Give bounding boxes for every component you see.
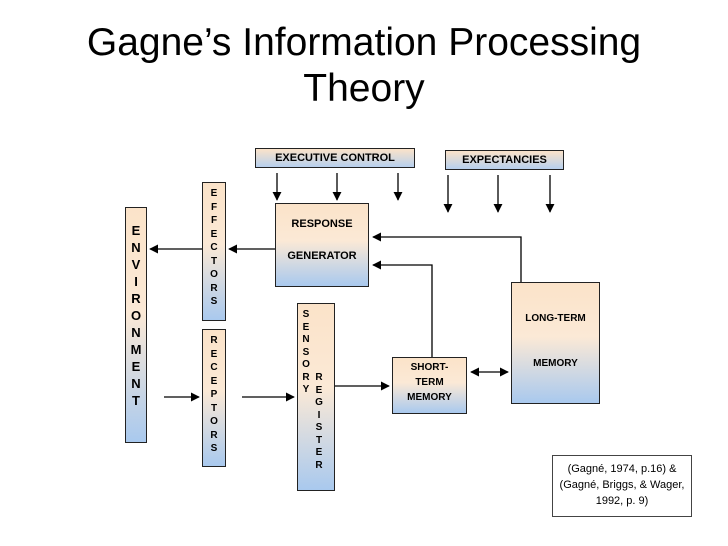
title-line-1: Gagne’s Information Processing	[86, 21, 642, 64]
long-term-memory-label: MEMORY	[533, 358, 578, 369]
longterm-to-response-arrow	[372, 232, 522, 282]
register-label: R E G I S T E R	[315, 372, 323, 471]
expectancies-box: EXPECTANCIES	[445, 150, 564, 170]
citation-line-2: (Gagné, Briggs, & Wager,	[559, 479, 685, 491]
long-term-memory-box: LONG-TERM MEMORY	[511, 282, 600, 404]
citation-line-3: 1992, p. 9)	[595, 495, 649, 507]
response-generator-box: RESPONSE GENERATOR	[275, 203, 369, 287]
response-label: RESPONSE	[291, 218, 353, 230]
sensory-register-box: S E N S O R Y R E G I S T E R	[297, 303, 335, 491]
short-term-memory-box: SHORT- TERM MEMORY	[392, 357, 467, 414]
slide-title: Gagne’s Information Processing Theory	[0, 20, 728, 112]
effectors-box: E F F E C T O R S	[202, 182, 226, 321]
shortterm-to-response-arrow	[372, 260, 433, 357]
short-term-label-2: TERM	[415, 377, 444, 388]
executive-control-label: EXECUTIVE CONTROL	[275, 152, 395, 164]
receptors-label: R E C E P T O R S	[210, 335, 218, 454]
environment-box: E N V I R O N M E N T	[125, 207, 147, 443]
citation-box: (Gagné, 1974, p.16) & (Gagné, Briggs, & …	[552, 455, 692, 517]
executive-control-box: EXECUTIVE CONTROL	[255, 148, 415, 168]
generator-label: GENERATOR	[287, 250, 357, 262]
expectancies-label: EXPECTANCIES	[462, 154, 547, 166]
environment-label: E N V I R O N M E N T	[130, 223, 142, 408]
effectors-label: E F F E C T O R S	[210, 188, 218, 307]
receptors-box: R E C E P T O R S	[202, 329, 226, 467]
sensory-label: S E N S O R Y	[302, 309, 310, 395]
long-term-label: LONG-TERM	[525, 313, 586, 324]
short-term-label-1: SHORT-	[410, 362, 449, 373]
title-line-2: Theory	[303, 67, 425, 110]
short-term-label-3: MEMORY	[407, 392, 452, 403]
citation-line-1: (Gagné, 1974, p.16) &	[567, 463, 677, 475]
